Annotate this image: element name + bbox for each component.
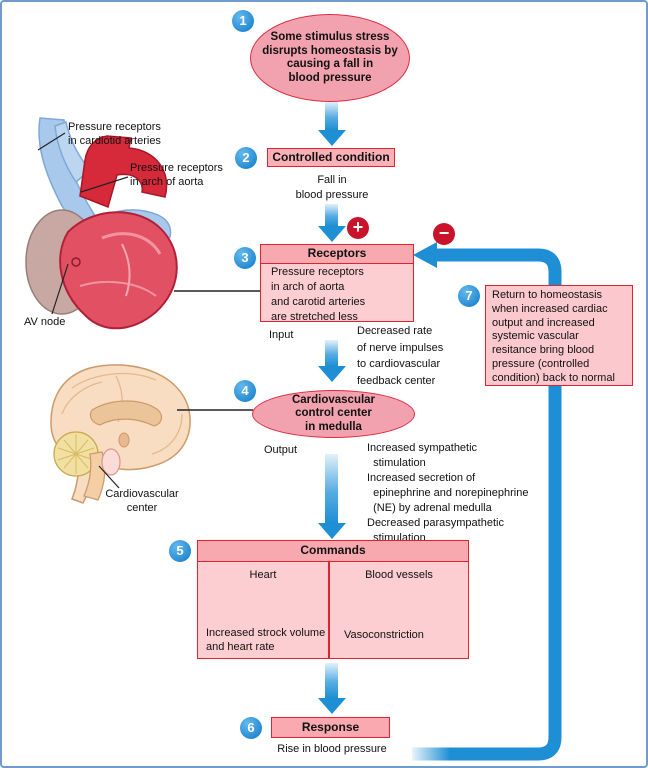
stimulus-oval: Some stimulus stress disrupts homeostasi… xyxy=(250,14,410,102)
controlled-condition-subtitle: Fall in blood pressure xyxy=(295,174,369,201)
input-label: Input xyxy=(269,329,294,341)
controlled-condition-box: Controlled condition xyxy=(267,148,395,167)
commands-col-vessels-body: Vasoconstriction xyxy=(344,629,424,641)
carotid-label-line xyxy=(37,132,66,151)
arrowhead xyxy=(318,226,346,242)
av-node-label-line xyxy=(51,263,69,315)
response-subtitle: Rise in blood pressure xyxy=(277,743,387,755)
cardiovascular-center-label: Cardiovascular center xyxy=(105,488,179,514)
feedback-loop-arrowhead xyxy=(413,242,437,268)
arrowhead xyxy=(318,523,346,539)
commands-divider xyxy=(328,561,330,659)
arrow-center-to-commands xyxy=(325,454,338,523)
arrowhead xyxy=(318,698,346,714)
commands-col-heart-body: Increased strock volume and heart rate xyxy=(206,627,326,653)
arrow-commands-to-response xyxy=(325,663,338,698)
commands-col-vessels-header: Blood vessels xyxy=(365,569,433,581)
step-badge-2: 2 xyxy=(235,147,257,169)
output-note: Increased sympathetic stimulation Increa… xyxy=(367,442,529,544)
commands-col-heart-header: Heart xyxy=(249,569,277,581)
return-note-box: Return to homeostasis when increased car… xyxy=(485,285,633,386)
commands-box: Commands Heart Blood vessels Increased s… xyxy=(197,540,469,659)
aorta-receptors-label: Pressure receptors in arch of aorta xyxy=(130,162,223,188)
feedback-loop-arrow xyxy=(412,248,562,761)
step-badge-5: 5 xyxy=(169,540,191,562)
step-badge-1: 1 xyxy=(232,10,254,32)
receptors-box-title: Receptors xyxy=(261,245,413,264)
arrow-receptors-to-center xyxy=(325,340,338,366)
brain-label-line xyxy=(98,465,120,489)
arrow-stimulus-to-controlled xyxy=(325,102,338,130)
arrow-controlled-to-receptors xyxy=(325,204,338,226)
step-badge-3: 3 xyxy=(234,247,256,269)
loop-fade xyxy=(408,746,450,762)
control-center-oval: Cardiovascular control center in medulla xyxy=(252,390,415,438)
plus-sign-icon: + xyxy=(347,217,369,239)
commands-box-title: Commands xyxy=(198,541,468,562)
step-badge-6: 6 xyxy=(240,717,262,739)
heart-illustration xyxy=(25,117,178,330)
minus-sign-icon: − xyxy=(433,223,455,245)
step-badge-4: 4 xyxy=(234,380,256,402)
arrowhead xyxy=(318,366,346,382)
step-badge-7: 7 xyxy=(458,285,480,307)
output-label: Output xyxy=(264,444,298,456)
brain-illustration xyxy=(50,364,191,504)
carotid-receptors-label: Pressure receptors in cardiotid arteries xyxy=(68,121,161,147)
receptors-box-body: Pressure receptors in arch of aorta and … xyxy=(271,266,366,323)
arrowhead xyxy=(318,130,346,146)
input-note: Decreased rate of nerve impulses to card… xyxy=(357,325,444,387)
receptors-box: Receptors Pressure receptors in arch of … xyxy=(260,244,414,323)
av-node-label: AV node xyxy=(24,316,66,328)
response-box: Response xyxy=(271,717,390,738)
aorta-label-line xyxy=(80,176,129,193)
